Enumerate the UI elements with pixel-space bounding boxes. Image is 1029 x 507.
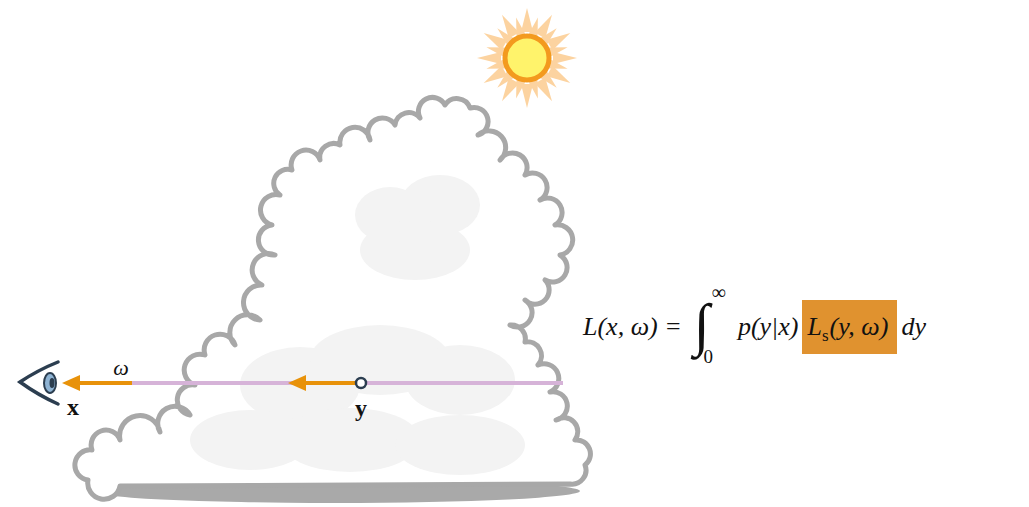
upper-limit: ∞ (712, 282, 726, 302)
point-y (356, 378, 366, 388)
equation-term: L (807, 314, 821, 340)
direction-label: ω (113, 357, 129, 379)
cloud-outline (75, 97, 591, 499)
point-label: x (67, 395, 79, 419)
sun (477, 8, 577, 108)
point-label: y (355, 396, 367, 420)
equation-lhs: L(x, ω) = (583, 314, 682, 340)
equation-term: (y, ω) (830, 314, 889, 340)
equation-term: p(y|x) (738, 314, 799, 340)
cloud-puffs (190, 175, 525, 475)
equation-term: dy (901, 314, 926, 340)
highlight-box: Ls(y, ω) (802, 300, 897, 354)
view-ray (128, 381, 563, 385)
subscript: s (822, 327, 829, 344)
eye (20, 362, 58, 404)
integral-sign: ∫ (694, 296, 710, 354)
lower-limit: 0 (704, 347, 714, 366)
direction-arrows (62, 375, 356, 391)
